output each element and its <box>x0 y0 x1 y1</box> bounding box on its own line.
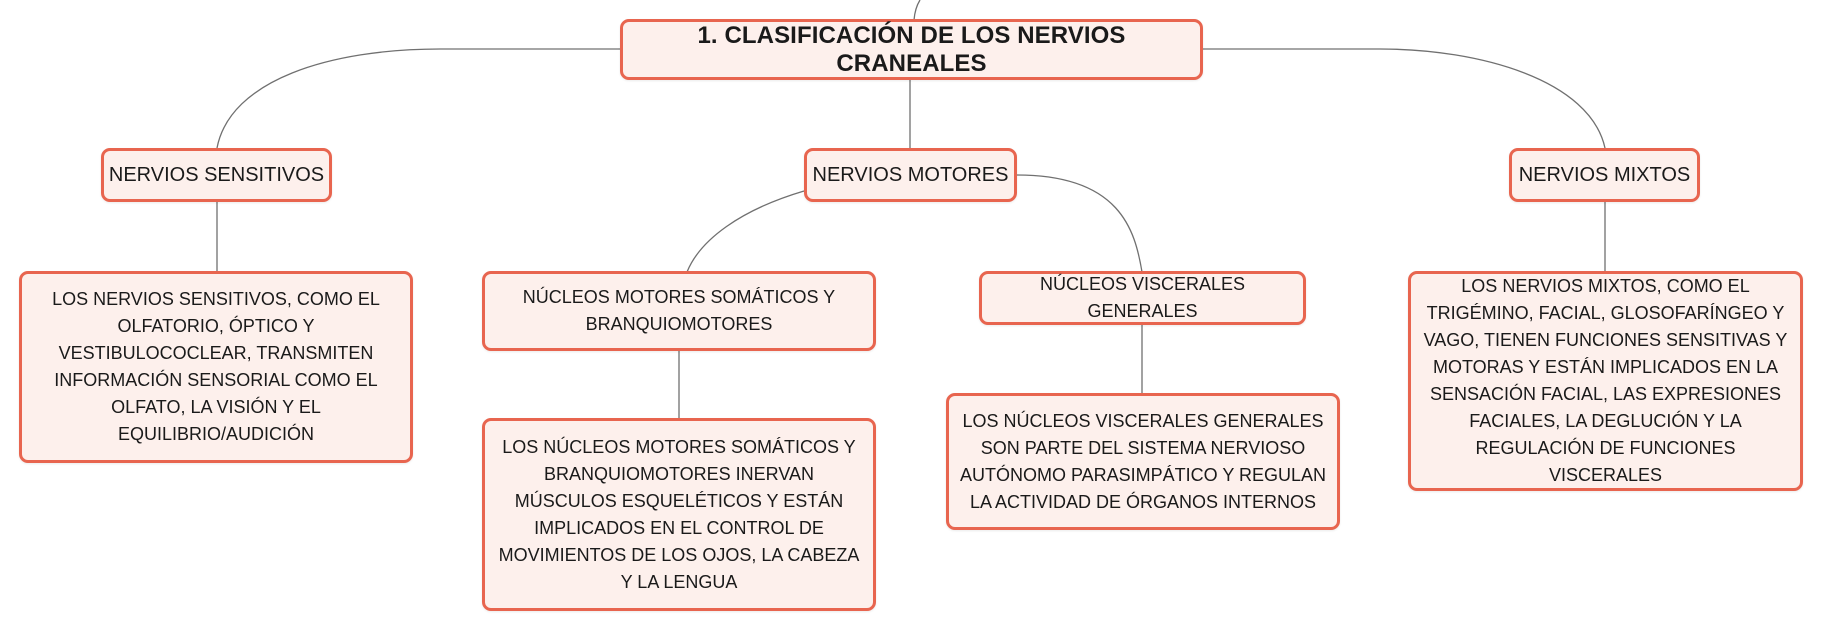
node-mixtos-description[interactable]: LOS NERVIOS MIXTOS, COMO EL TRIGÉMINO, F… <box>1408 271 1803 491</box>
node-somaticos-description[interactable]: LOS NÚCLEOS MOTORES SOMÁTICOS Y BRANQUIO… <box>482 418 876 611</box>
node-nucleos-motores-somaticos[interactable]: NÚCLEOS MOTORES SOMÁTICOS Y BRANQUIOMOTO… <box>482 271 876 351</box>
connector-motores-to-viscerales <box>1016 174 1143 273</box>
nervios-motores-label: NERVIOS MOTORES <box>812 163 1009 186</box>
connector-parent-to-root <box>913 0 921 21</box>
viscerales-description-text: LOS NÚCLEOS VISCERALES GENERALES SON PAR… <box>959 410 1327 512</box>
sensitivos-description-text: LOS NERVIOS SENSITIVOS, COMO EL OLFATORI… <box>52 289 380 444</box>
node-nervios-mixtos[interactable]: NERVIOS MIXTOS <box>1509 148 1700 202</box>
connector-root-to-sensitivos <box>216 48 622 149</box>
nucleos-viscerales-generales-label: NÚCLEOS VISCERALES GENERALES <box>1039 274 1246 321</box>
somaticos-description-text: LOS NÚCLEOS MOTORES SOMÁTICOS Y BRANQUIO… <box>498 436 860 592</box>
node-nervios-sensitivos[interactable]: NERVIOS SENSITIVOS <box>101 148 332 202</box>
node-viscerales-description[interactable]: LOS NÚCLEOS VISCERALES GENERALES SON PAR… <box>946 393 1340 530</box>
mixtos-description-text: LOS NERVIOS MIXTOS, COMO EL TRIGÉMINO, F… <box>1423 276 1788 485</box>
connector-root-to-mixtos <box>1203 48 1606 149</box>
node-nervios-motores[interactable]: NERVIOS MOTORES <box>804 148 1017 202</box>
node-sensitivos-description[interactable]: LOS NERVIOS SENSITIVOS, COMO EL OLFATORI… <box>19 271 413 463</box>
nervios-mixtos-label: NERVIOS MIXTOS <box>1518 163 1691 186</box>
root-node[interactable]: 1. CLASIFICACIÓN DE LOS NERVIOS CRANEALE… <box>620 19 1203 80</box>
node-nucleos-viscerales-generales[interactable]: NÚCLEOS VISCERALES GENERALES <box>979 271 1306 325</box>
root-title: 1. CLASIFICACIÓN DE LOS NERVIOS CRANEALE… <box>697 21 1126 77</box>
nervios-sensitivos-label: NERVIOS SENSITIVOS <box>108 163 325 186</box>
connector-motores-to-somaticos <box>686 190 805 273</box>
nucleos-motores-somaticos-label: NÚCLEOS MOTORES SOMÁTICOS Y BRANQUIOMOTO… <box>522 287 836 334</box>
